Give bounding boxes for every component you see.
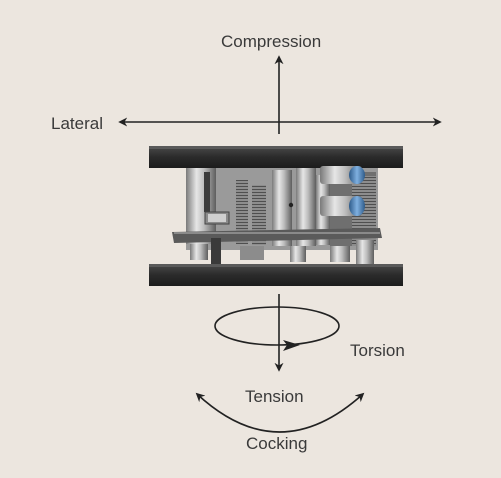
compression-label: Compression	[221, 32, 322, 51]
threaded-rod-center	[252, 185, 266, 245]
hexapod-mechanism	[149, 146, 403, 286]
cocking-arrow	[195, 392, 365, 433]
threaded-rod-left	[236, 180, 248, 244]
bottom-plate	[149, 264, 403, 286]
top-plate	[149, 146, 403, 168]
torsion-label: Torsion	[350, 341, 405, 360]
lateral-label: Lateral	[51, 114, 103, 133]
center-rod	[272, 170, 292, 246]
tension-label: Tension	[245, 387, 304, 406]
cross-bar	[172, 228, 382, 243]
right-cylinder	[296, 168, 316, 246]
torsion-arrowhead	[283, 340, 300, 351]
cocking-label: Cocking	[246, 434, 308, 453]
torsion-ellipse	[214, 306, 340, 346]
